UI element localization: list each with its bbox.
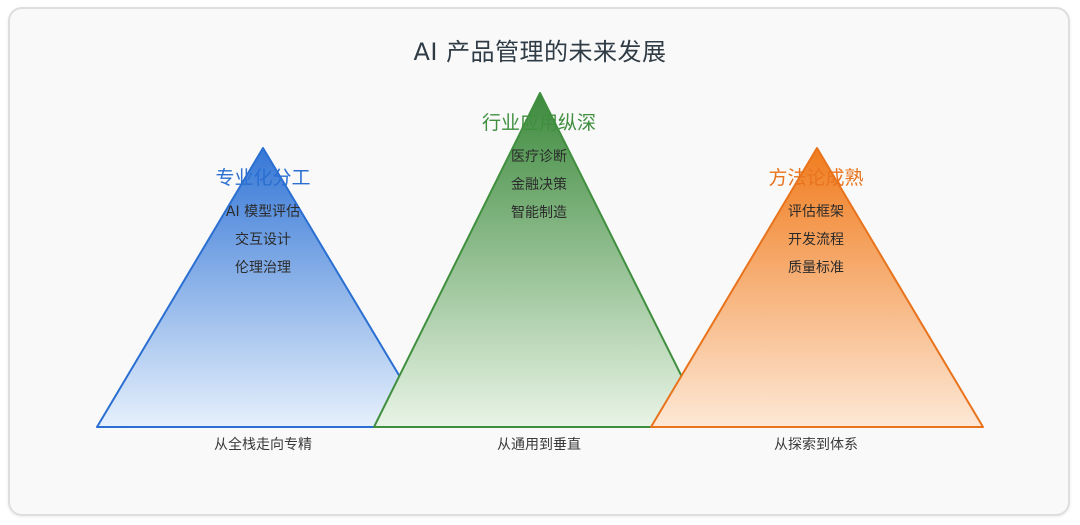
peak-item: 伦理治理 [235, 260, 291, 276]
peak-caption: 从全栈走向专精 [214, 437, 312, 453]
mountain-methodology [650, 147, 984, 428]
peak-item: 质量标准 [788, 260, 844, 276]
peak-item: 智能制造 [511, 205, 567, 221]
peak-item: 评估框架 [788, 204, 844, 220]
mountain-specialization [96, 147, 431, 428]
peak-title-methodology: 方法论成熟 [768, 167, 864, 189]
peak-item: 医疗诊断 [511, 149, 567, 165]
peak-title-industry: 行业应用纵深 [481, 112, 596, 134]
page-title: AI 产品管理的未来发展 [413, 38, 667, 66]
peak-item: 交互设计 [235, 232, 291, 248]
peak-caption: 从探索到体系 [774, 437, 858, 453]
peak-item: 开发流程 [788, 232, 844, 248]
peak-item: 金融决策 [511, 177, 567, 193]
peak-title-specialization: 专业化分工 [215, 167, 311, 189]
mountain-industry [373, 92, 708, 428]
peak-item: AI 模型评估 [225, 204, 301, 220]
peak-caption: 从通用到垂直 [497, 437, 581, 453]
